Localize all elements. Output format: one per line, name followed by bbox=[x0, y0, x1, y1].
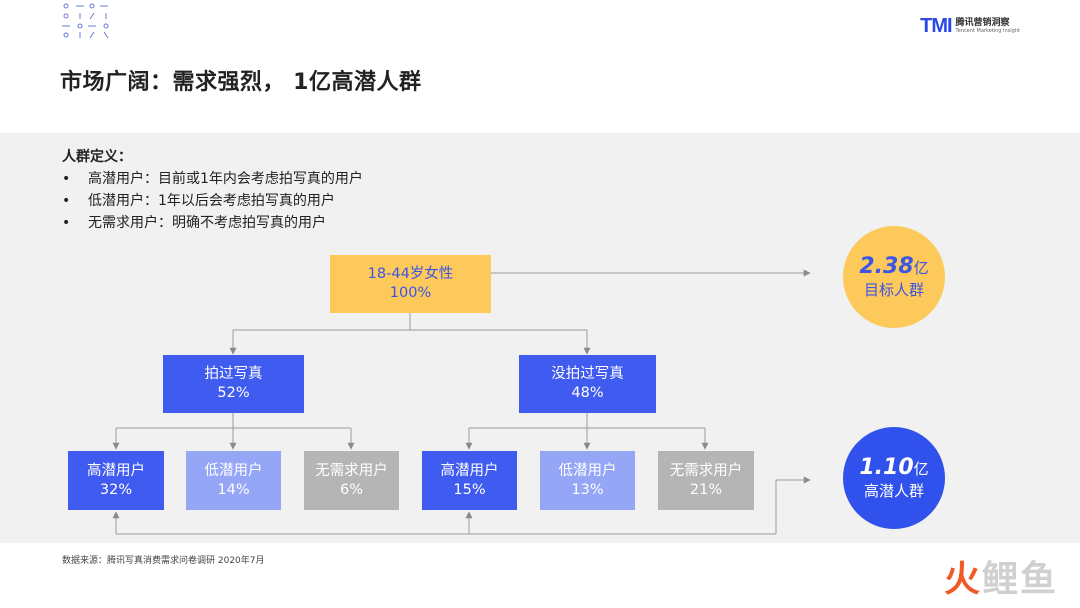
taken-none-label: 无需求用户 bbox=[315, 462, 388, 479]
taken-high-node: 高潜用户 32% bbox=[68, 451, 164, 510]
not-taken-high-value: 15% bbox=[453, 481, 486, 498]
taken-none-node: 无需求用户 6% bbox=[304, 451, 399, 510]
not-taken-node-label: 没拍过写真 bbox=[551, 366, 624, 382]
definition-item-none: •无需求用户：明确不考虑拍写真的用户 bbox=[62, 215, 326, 231]
not-taken-none-label: 无需求用户 bbox=[669, 462, 743, 479]
not-taken-node-value: 48% bbox=[571, 385, 604, 401]
taken-node-value: 52% bbox=[217, 385, 250, 401]
taken-node-label: 拍过写真 bbox=[204, 366, 263, 382]
definition-heading: 人群定义： bbox=[62, 149, 132, 165]
tmi-logo-mark: TMI bbox=[920, 15, 952, 37]
taken-low-node: 低潜用户 14% bbox=[186, 451, 281, 510]
taken-high-label: 高潜用户 bbox=[87, 462, 145, 479]
taken-low-label: 低潜用户 bbox=[204, 462, 263, 479]
definition-list: •高潜用户：目前或1年内会考虑拍写真的用户 •低潜用户：1年以后会考虑拍写真的用… bbox=[62, 168, 363, 234]
high-potential-label: 高潜人群 bbox=[863, 481, 924, 500]
taken-high-value: 32% bbox=[99, 481, 133, 498]
not-taken-none-value: 21% bbox=[689, 481, 723, 498]
high-potential-number: 1.10亿 bbox=[859, 454, 929, 480]
not-taken-low-value: 13% bbox=[571, 481, 604, 498]
high-potential-circle: 1.10亿 高潜人群 bbox=[843, 427, 945, 529]
taken-node: 拍过写真 52% bbox=[163, 355, 304, 413]
target-population-number: 2.38亿 bbox=[859, 253, 929, 279]
watermark-logo: 火鲤鱼 bbox=[943, 559, 1058, 600]
root-node-label: 18-44岁女性 bbox=[367, 266, 454, 282]
not-taken-low-label: 低潜用户 bbox=[558, 462, 617, 479]
taken-none-value: 6% bbox=[339, 481, 363, 498]
not-taken-low-node: 低潜用户 13% bbox=[540, 451, 635, 510]
logo-en: Tencent Marketing Insight bbox=[955, 27, 1020, 34]
not-taken-high-label: 高潜用户 bbox=[440, 462, 499, 479]
logo-text: 腾讯营销洞察 Tencent Marketing Insight bbox=[955, 17, 1020, 34]
not-taken-node: 没拍过写真 48% bbox=[519, 355, 656, 413]
data-source-note: 数据来源：腾讯写真消费需求问卷调研 2020年7月 bbox=[62, 556, 265, 566]
tmi-logo: TMI 腾讯营销洞察 Tencent Marketing Insight bbox=[920, 16, 1020, 36]
taken-low-value: 14% bbox=[217, 481, 250, 498]
target-population-label: 目标人群 bbox=[863, 280, 924, 299]
definition-item-low: •低潜用户：1年以后会考虑拍写真的用户 bbox=[62, 193, 335, 209]
not-taken-none-node: 无需求用户 21% bbox=[658, 451, 754, 510]
page-title: 市场广阔：需求强烈， 1亿高潜人群 bbox=[60, 70, 422, 95]
definition-item-high: •高潜用户：目前或1年内会考虑拍写真的用户 bbox=[62, 171, 363, 187]
not-taken-high-node: 高潜用户 15% bbox=[422, 451, 517, 510]
target-population-circle: 2.38亿 目标人群 bbox=[843, 226, 945, 328]
logo-cn: 腾讯营销洞察 bbox=[955, 17, 1010, 28]
root-node: 18-44岁女性 100% bbox=[330, 255, 491, 313]
decorative-pattern-icon bbox=[62, 3, 109, 38]
root-node-value: 100% bbox=[389, 285, 432, 301]
